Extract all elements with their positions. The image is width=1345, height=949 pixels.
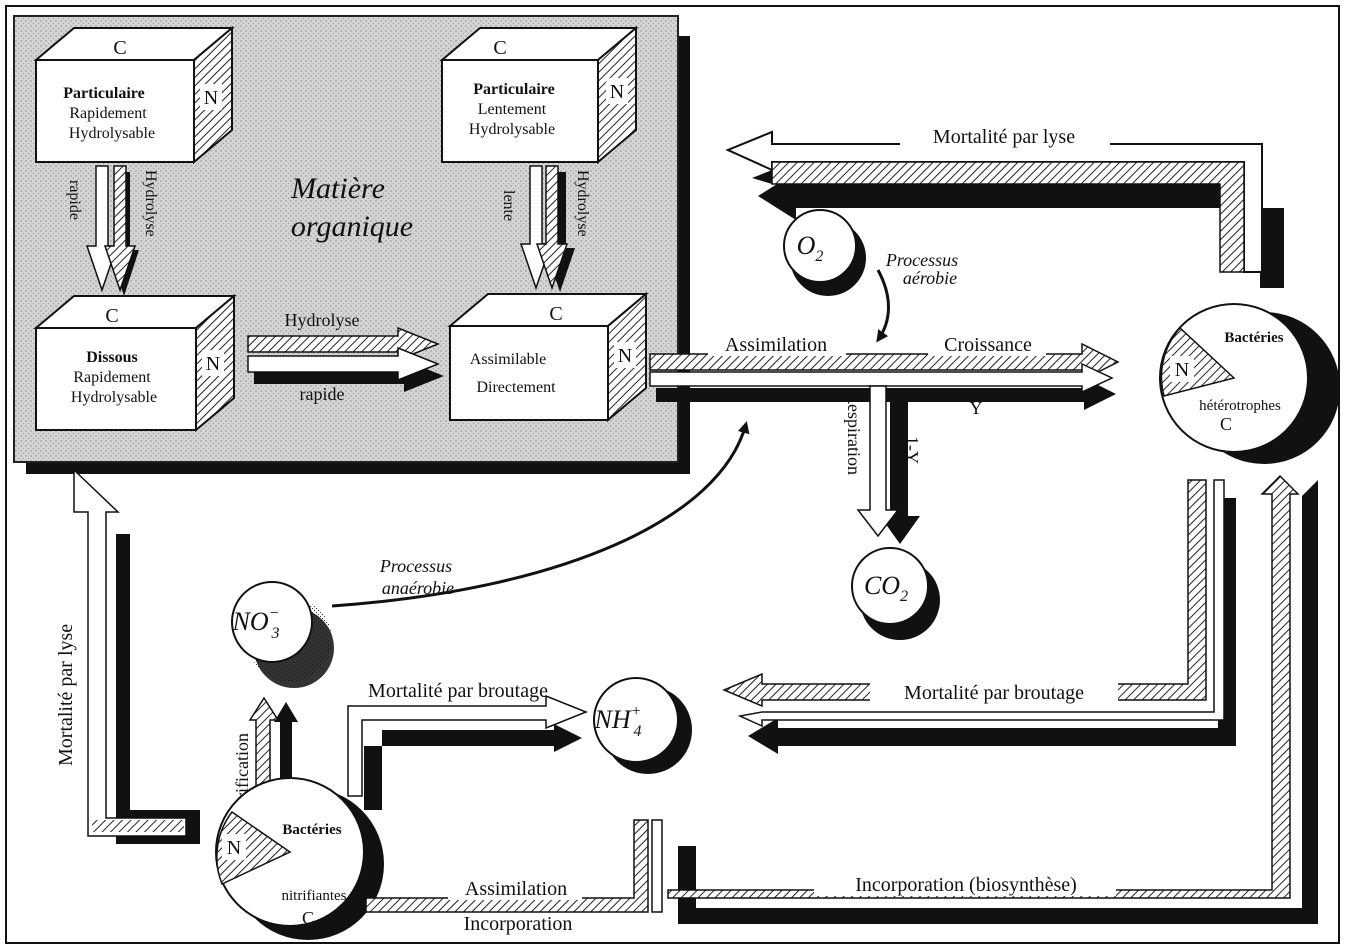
box-particulate-fast-line3: Hydrolysable [69,125,155,142]
arrow-slow-speed-label: lente [500,190,517,221]
lysis-left-label: Mortalité par lyse [55,624,77,766]
arrow-horizontal-process-label: Hydrolyse [285,310,360,330]
nitrifying-line1: Bactéries [282,822,341,838]
nitrifying-n-label: N [227,837,241,859]
organic-matter-panel: Matière organique C N Particulaire Rapid… [14,16,690,474]
box-particulate-fast-n-label: N [204,87,218,109]
one-minus-yield-label: 1-Y [902,436,922,464]
organic-matter-title-line1: Matière [290,172,385,205]
box-particulate-slow: C N Particulaire Lentement Hydrolysable [442,28,636,162]
organic-matter-title-line2: organique [291,210,413,243]
anaerobic-label-line1: Processus [379,556,452,576]
aerobic-process-arrow [878,270,889,340]
box-particulate-slow-line3: Hydrolysable [469,121,555,138]
assimilation-bottom-label: Assimilation [465,878,567,900]
nh4-node: NH+4 [594,678,692,774]
box-assimilable-line2: Directement [476,379,556,396]
box-particulate-slow-line2: Lentement [478,101,547,118]
heterotrophic-c-label: C [1220,414,1232,434]
box-assimilable-n-label: N [618,345,632,367]
box-particulate-fast-line1: Particulaire [63,85,144,102]
box-dissolved-line1: Dissous [86,349,138,366]
arrow-grazing-right: Mortalité par broutage [724,480,1236,754]
grazing-right-label: Mortalité par broutage [904,682,1084,704]
arrow-fast-speed-label: rapide [66,180,83,220]
heterotrophic-line1: Bactéries [1224,330,1283,346]
arrow-horizontal-speed-label: rapide [300,384,345,404]
nitrifying-c-label: C [302,908,314,928]
heterotrophic-n-label: N [1175,359,1189,381]
respiration-label: Respiration [844,392,864,475]
o2-node: O2 [784,210,866,296]
box-particulate-slow-c-label: C [493,37,506,59]
aerobic-label-line1: Processus [885,250,958,270]
box-assimilable-c-label: C [549,303,562,325]
arrow-bottom-assimilation: Assimilation Incorporation [366,820,662,935]
box-particulate-slow-n-label: N [610,81,624,103]
nitrifying-bacteria-node: N Bactéries nitrifiantes C [216,778,384,940]
heterotrophic-bacteria-node: N Bactéries hétérotrophes C [1160,304,1340,464]
box-dissolved-n-label: N [206,353,220,375]
box-dissolved-line3: Hydrolysable [71,389,157,406]
co2-node: CO2 [852,548,940,640]
arrow-lysis-left: Mortalité par lyse [55,470,200,844]
box-dissolved-line2: Rapidement [73,369,151,386]
box-dissolved-c-label: C [105,305,118,327]
arrow-fast-process-label: Hydrolyse [142,170,159,237]
heterotrophic-line2: hétérotrophes [1199,398,1281,414]
box-dissolved: C N Dissous Rapidement Hydrolysable [36,296,234,430]
nitrifying-line2: nitrifiantes [282,888,347,904]
box-particulate-fast-c-label: C [113,37,126,59]
arrow-slow-process-label: Hydrolyse [574,170,591,237]
incorporation-bottom-label: Incorporation [464,913,573,935]
box-particulate-fast-line2: Rapidement [69,105,147,122]
grazing-left-label: Mortalité par broutage [368,680,548,702]
box-particulate-slow-line1: Particulaire [473,81,554,98]
no3-node: NO−3 [232,582,334,688]
box-particulate-fast: C N Particulaire Rapidement Hydrolysable [36,28,232,162]
yield-label: Y [970,398,983,418]
anaerobic-label-line2: anaérobie [382,578,454,598]
box-assimilable-line1: Assimilable [470,351,546,368]
biosynthesis-label: Incorporation (biosynthèse) [855,874,1077,896]
lysis-top-label: Mortalité par lyse [933,126,1075,148]
arrow-grazing-left: Mortalité par broutage [348,680,586,810]
growth-label: Croissance [944,334,1032,356]
aerobic-label-line2: aérobie [903,268,957,288]
assimilation-label: Assimilation [725,334,827,356]
arrow-respiration: Respiration 1-Y [844,386,922,544]
box-assimilable: C N Assimilable Directement [450,294,646,420]
